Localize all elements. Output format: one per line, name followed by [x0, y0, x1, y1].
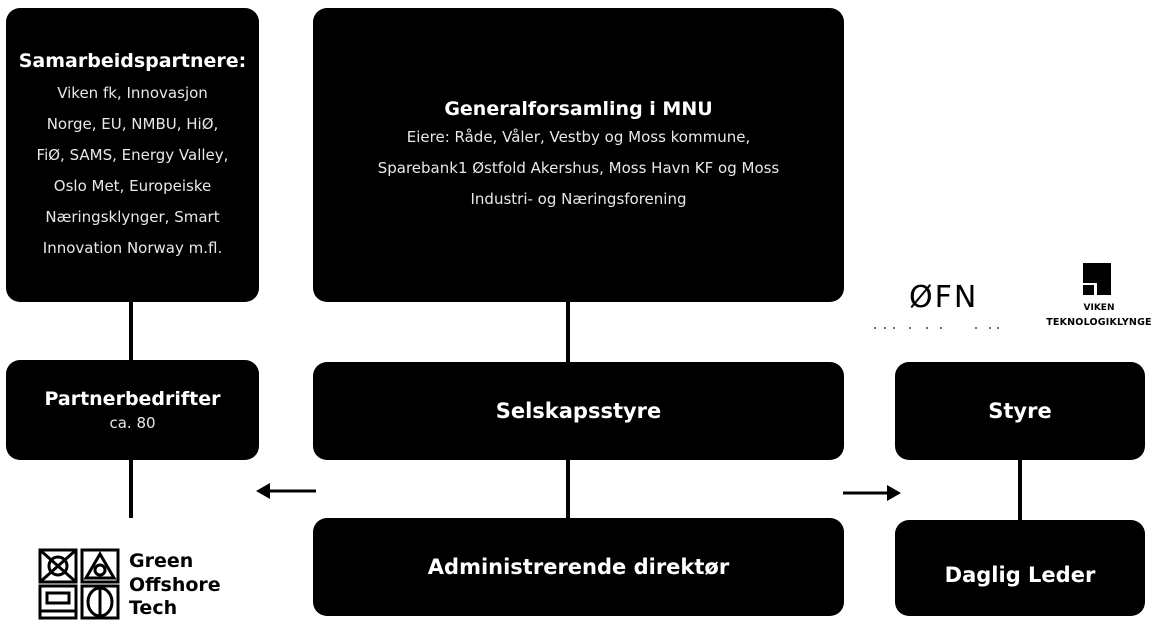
partner-companies-box: Partnerbedrifter ca. 80 — [6, 360, 259, 460]
company-board-title: Selskapsstyre — [495, 399, 662, 423]
partner-companies-count: ca. 80 — [109, 414, 156, 432]
connector-partnerbedrifter-down — [129, 460, 133, 518]
board-right-title: Styre — [988, 399, 1052, 423]
general-assembly-box: Generalforsamling i MNU Eiere: Råde, Vål… — [313, 8, 844, 302]
partner-companies-title: Partnerbedrifter — [44, 388, 221, 410]
ofn-logo-text: ØFN — [909, 280, 979, 315]
general-assembly-line-2: Sparebank1 Østfold Akershus, Moss Havn K… — [377, 159, 780, 177]
partners-title: Samarbeidspartnere: — [18, 50, 247, 72]
partners-line-6: Innovation Norway m.fl. — [42, 239, 223, 257]
partners-line-4: Oslo Met, Europeiske — [53, 177, 212, 195]
company-board-box: Selskapsstyre — [313, 362, 844, 460]
partners-line-5: Næringsklynger, Smart — [45, 208, 220, 226]
got-symbol-icon — [38, 548, 120, 620]
general-assembly-title: Generalforsamling i MNU — [444, 98, 713, 120]
green-offshore-tech-logo: Green Offshore Tech — [38, 544, 238, 621]
got-logo-line3: Tech — [129, 597, 178, 619]
manager-right-box: Daglig Leder — [895, 520, 1145, 616]
ceo-title: Administrerende direktør — [427, 555, 730, 579]
viken-logo: VIKEN TEKNOLOGIKLYNGE — [1034, 263, 1164, 343]
ceo-box: Administrerende direktør — [313, 518, 844, 616]
viken-mark-icon — [1083, 263, 1111, 295]
manager-right-title: Daglig Leder — [944, 563, 1096, 587]
connector-partners-vertical — [129, 302, 133, 362]
partners-line-1: Viken fk, Innovasjon — [57, 84, 208, 102]
ofn-logo: ØFN — [872, 280, 1012, 340]
general-assembly-line-1: Eiere: Råde, Våler, Vestby og Moss kommu… — [406, 128, 751, 146]
got-logo-line2: Offshore — [129, 574, 221, 596]
partners-box: Samarbeidspartnere: Viken fk, Innovasjon… — [6, 8, 259, 302]
ofn-dotted-line-icon — [874, 327, 999, 329]
connector-styre-leder — [1018, 460, 1022, 520]
arrow-left-icon — [256, 483, 316, 499]
connector-board-ceo — [566, 460, 570, 520]
connector-assembly-board — [566, 302, 570, 362]
viken-logo-line1: VIKEN — [1083, 303, 1115, 313]
board-right-box: Styre — [895, 362, 1145, 460]
got-logo-line1: Green — [129, 550, 194, 572]
general-assembly-line-3: Industri- og Næringsforening — [470, 190, 687, 208]
viken-logo-line2: TEKNOLOGIKLYNGE — [1046, 317, 1152, 328]
partners-line-2: Norge, EU, NMBU, HiØ, — [46, 115, 219, 133]
partners-line-3: FiØ, SAMS, Energy Valley, — [36, 146, 229, 164]
arrow-right-icon — [843, 485, 901, 501]
